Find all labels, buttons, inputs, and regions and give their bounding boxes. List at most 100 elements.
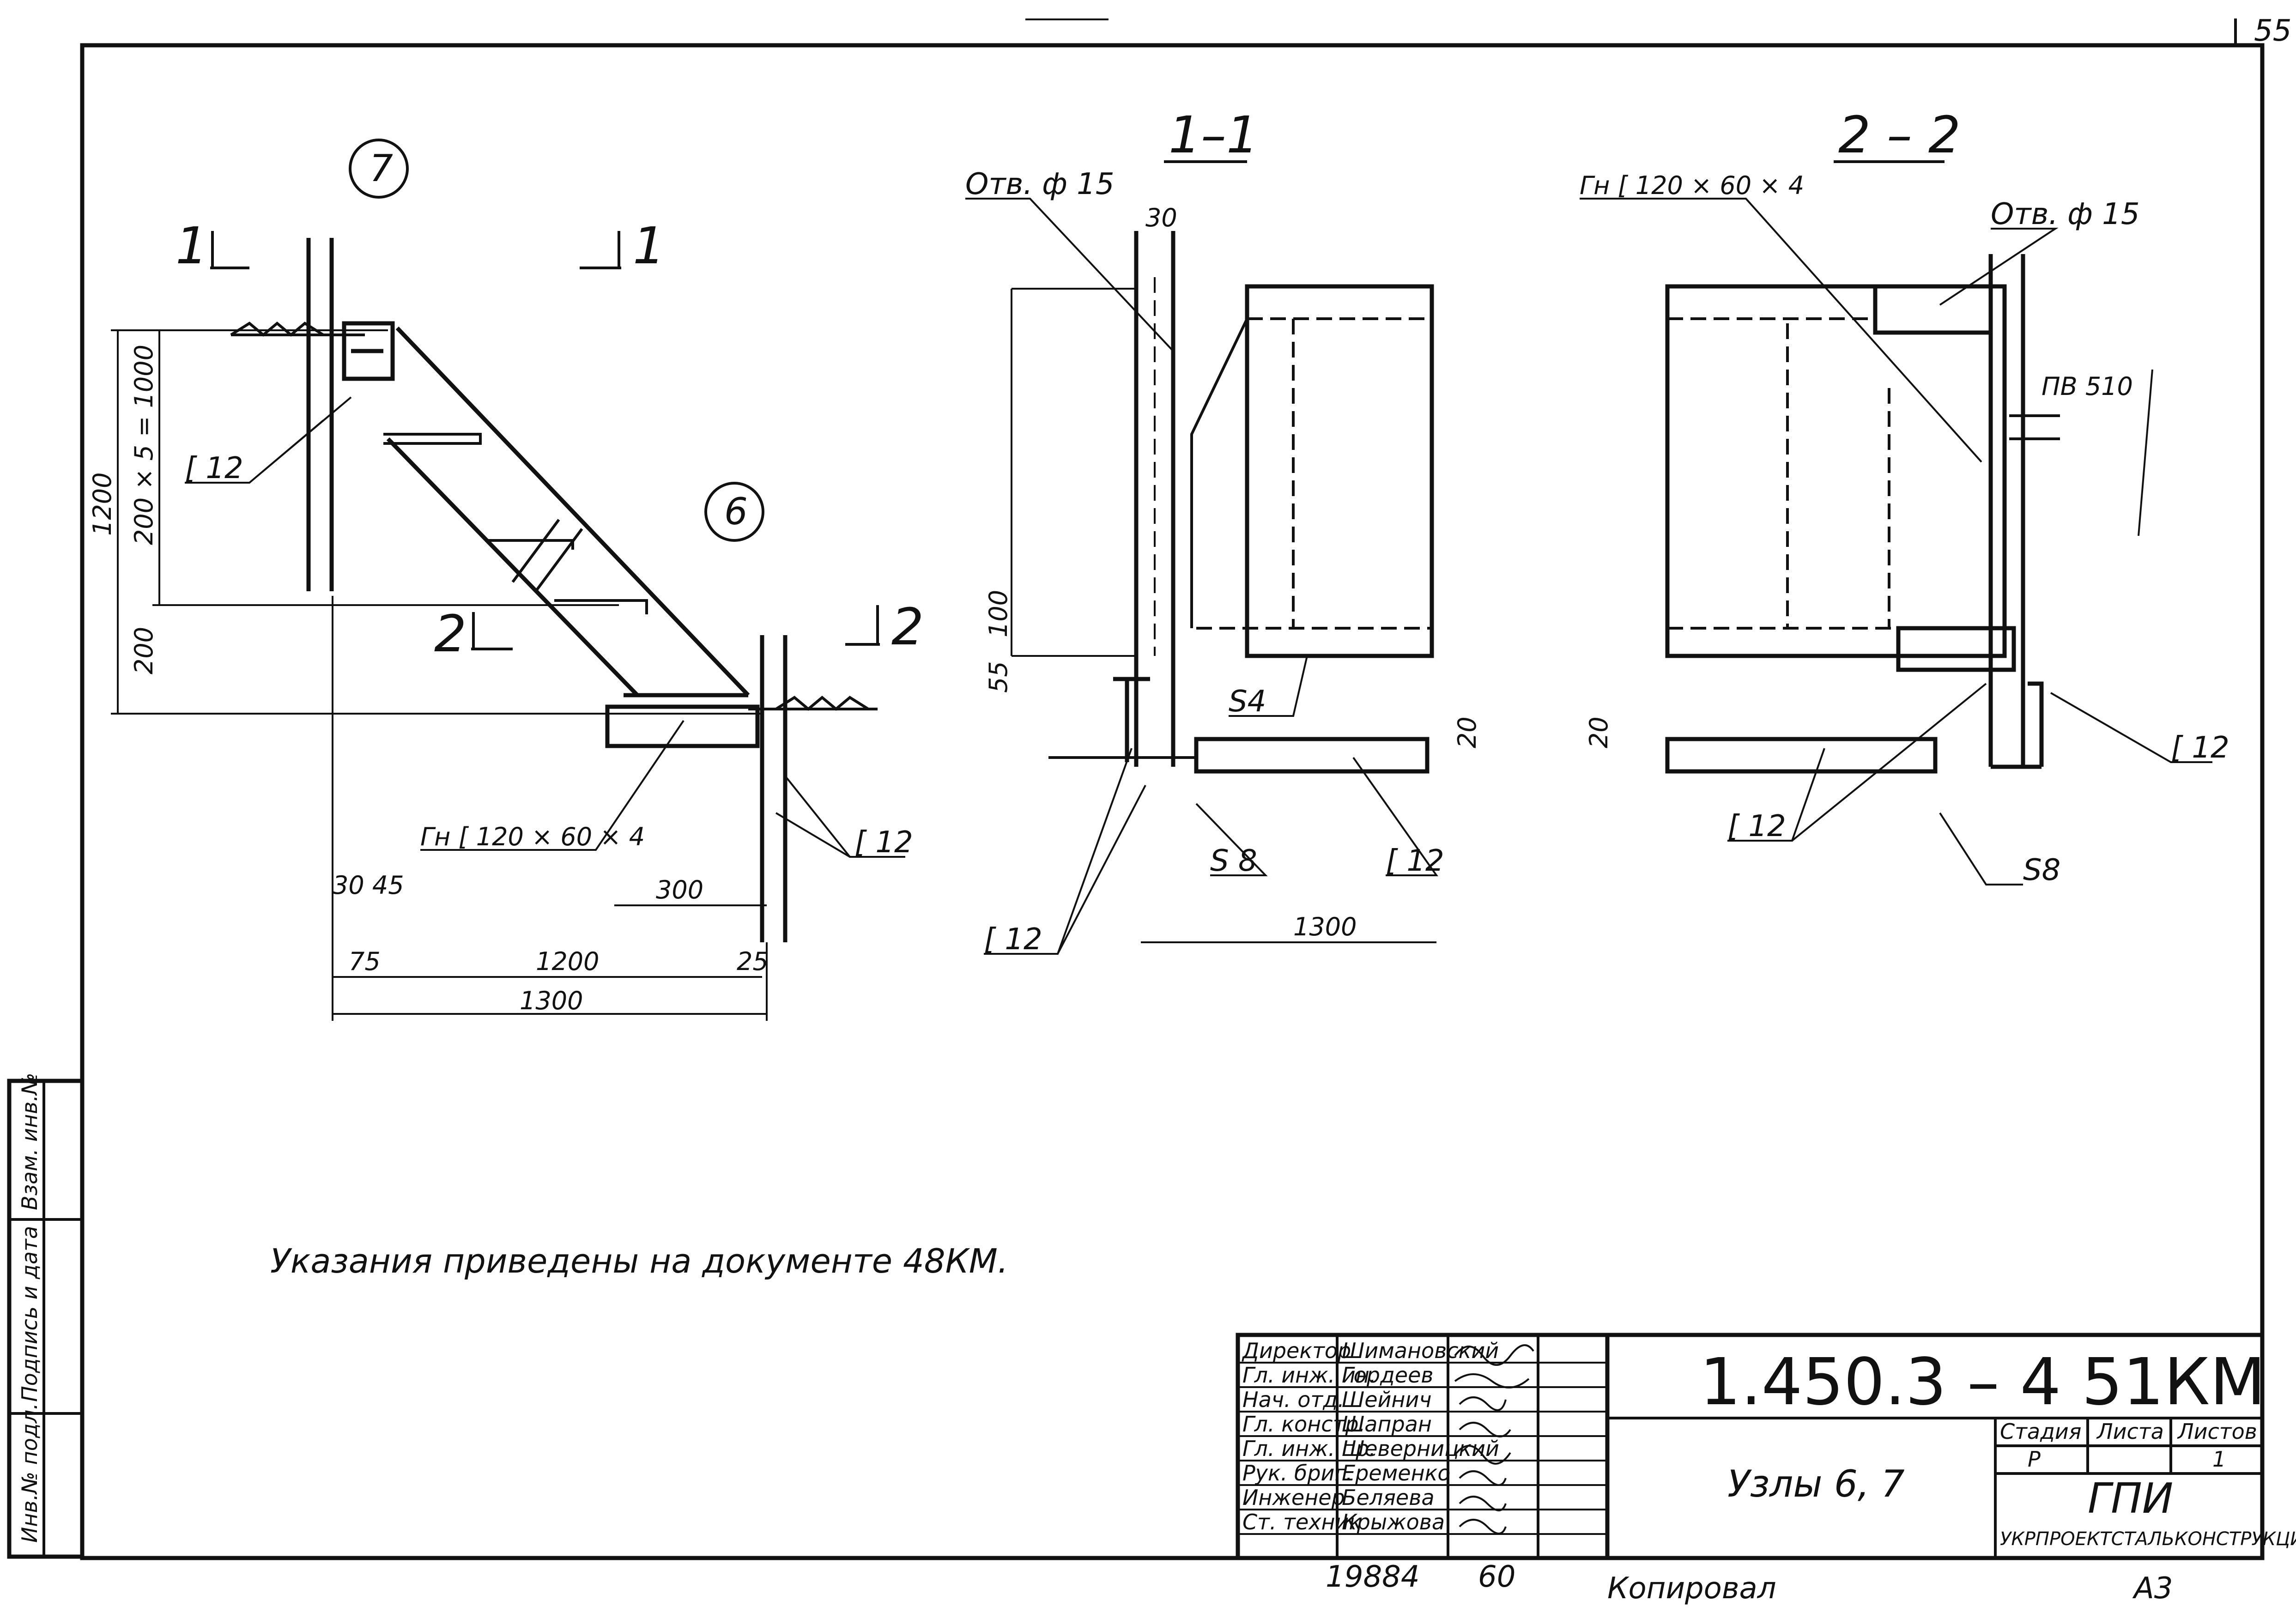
tb-stage-value: Р <box>2028 1447 2041 1472</box>
notes-text: Указания приведены на документе 48КМ. <box>270 1242 1008 1280</box>
tb-name: Шимановский <box>1342 1338 1499 1363</box>
section-1-1: 1–1 Отв. ф 15 30 100 55 20 S4 S 8 [ 12 [… <box>965 105 1482 957</box>
sheet-corner-number: 55 <box>2254 14 2291 48</box>
node-6-badge <box>704 482 764 542</box>
tb-sheet-label: Листа <box>2096 1419 2164 1444</box>
dim-75-text: 75 <box>349 947 381 976</box>
c12-leader-left <box>185 396 352 484</box>
dim-200-text: 200 <box>129 627 158 674</box>
tb-name: Шейнич <box>1342 1387 1432 1412</box>
section-2-2-hole: Отв. ф 15 <box>1991 197 2140 231</box>
dim-300-text: 300 <box>656 875 703 904</box>
stamp-replace-label: Взам. инв.№ <box>17 1073 42 1210</box>
s8-leader <box>1195 803 1268 876</box>
s22-slab <box>1665 284 2007 658</box>
bottom-format-label: А3 <box>2132 1571 2173 1606</box>
tb-name: Беляева <box>1342 1485 1435 1510</box>
section-2-2-pv: ПВ 510 <box>2042 372 2133 401</box>
tb-name: Шапран <box>1342 1412 1432 1437</box>
base-beam <box>605 704 760 748</box>
title-block: Директор Гл. инж. ин. Нач. отд. Гл. конс… <box>1236 1333 2296 1560</box>
s22-foot-channel <box>1665 737 1938 774</box>
c12-label-right: [ 12 <box>854 825 913 860</box>
s4-leader <box>1229 655 1308 717</box>
s22-hollow-section <box>1873 284 1993 335</box>
s22-pv-rungs <box>2009 414 2060 440</box>
s11-gusset <box>1190 318 1248 628</box>
bottom-inv-number: 19884 <box>1326 1560 1420 1594</box>
s22-base-channel <box>1896 626 2016 672</box>
tb-name: Шеверницкий <box>1342 1436 1499 1461</box>
s11-slab-left <box>1011 288 1136 657</box>
s11-dim20: 20 <box>1453 716 1482 748</box>
s22-foot-bracket <box>1991 681 2044 769</box>
tb-name: Еременко <box>1342 1461 1451 1486</box>
hole-2-leader <box>1939 228 2059 306</box>
s11-dim55: 55 <box>984 661 1013 693</box>
tb-org-short: ГПИ <box>2088 1474 2173 1523</box>
rung-3 <box>554 599 648 614</box>
tb-role: Инженер <box>1242 1485 1345 1510</box>
tb-doc-code: 1.450.3 – 4 51КМ <box>1700 1345 2266 1420</box>
top-bracket <box>342 321 395 381</box>
stringer-upper <box>395 326 750 697</box>
s22-c12-b-leader <box>1727 683 1987 842</box>
dim-1000-text: 200 × 5 = 1000 <box>129 345 158 545</box>
dim-30-45-text: 30 45 <box>333 871 404 900</box>
s22-s8-leader <box>1939 812 2023 885</box>
break-line <box>511 519 583 592</box>
bottom-grating <box>748 696 878 711</box>
s11-base-channel <box>1194 737 1430 774</box>
stringer-lower <box>386 437 639 697</box>
section-2-2: 2 – 2 Гн [ 120 × 60 × 4 Отв. ф 15 ПВ 510… <box>1580 105 2229 887</box>
gn-leader <box>420 720 685 851</box>
tb-role: Гл. констр. <box>1242 1412 1365 1437</box>
dim-1200-h-text: 1200 <box>536 947 599 976</box>
stamp-inv-label: Инв.№ подл. <box>17 1403 42 1543</box>
tb-role: Нач. отд. <box>1242 1387 1345 1412</box>
section-mark-1-right: 1 <box>633 216 665 275</box>
bottom-format-number: 60 <box>1478 1560 1515 1594</box>
signature-scribbles <box>1454 1344 1534 1534</box>
s22-pv-break <box>2138 369 2153 536</box>
tb-role: Гл. инж. пр. <box>1242 1436 1376 1461</box>
s11-weld-s4: S4 <box>1229 685 1266 719</box>
gn-2-leader <box>1580 198 1982 463</box>
section-arrow-2-left <box>471 612 513 650</box>
tb-role: Ст. техник <box>1242 1510 1362 1534</box>
dim-1300-text: 1300 <box>520 986 583 1015</box>
node-7-number: 7 <box>370 147 393 190</box>
c12-label-left: [ 12 <box>185 451 243 485</box>
gn-label: Гн [ 120 × 60 × 4 <box>420 822 645 851</box>
node-6-number: 6 <box>724 490 748 533</box>
tb-role: Рук. бриг. <box>1242 1461 1352 1486</box>
tb-name: Крыжова <box>1342 1510 1445 1534</box>
tb-sheet-title: Узлы 6, 7 <box>1727 1462 1905 1505</box>
s11-c12-b-leader <box>984 748 1146 955</box>
s22-c12-b: [ 12 <box>1727 809 1786 843</box>
dim-1200-text: 1200 <box>88 473 117 536</box>
section-1-1-dim30: 30 <box>1145 203 1177 232</box>
tb-sheets-label: Листов <box>2177 1419 2257 1444</box>
section-arrow-2-right <box>845 605 880 646</box>
tb-org-full: УКРПРОЕКТСТАЛЬКОНСТРУКЦИЯ <box>2000 1528 2296 1550</box>
tb-role: Гл. инж. ин. <box>1242 1363 1376 1388</box>
s11-dim100: 100 <box>984 590 1013 637</box>
section-arrow-1-left <box>210 231 249 269</box>
section-1-1-title: 1–1 <box>1169 105 1259 164</box>
section-mark-2-left: 2 <box>434 604 466 663</box>
node-7-badge <box>349 139 409 199</box>
hole-leader <box>965 198 1174 352</box>
c12-leader-right <box>775 775 905 858</box>
left-stamp-frame <box>7 1079 85 1559</box>
s22-weld-s8: S8 <box>2023 853 2060 887</box>
section-1-1-hole: Отв. ф 15 <box>965 167 1115 201</box>
s22-c12-a: [ 12 <box>2171 731 2229 765</box>
s22-c12-a-leader <box>2050 692 2212 763</box>
rung-1 <box>383 433 482 445</box>
s11-dim1300: 1300 <box>1293 912 1357 941</box>
bottom-copied-label: Копировал <box>1607 1571 1776 1606</box>
s11-bottom-bracket <box>1113 677 1150 762</box>
tb-sheets-value: 1 <box>2212 1447 2226 1472</box>
